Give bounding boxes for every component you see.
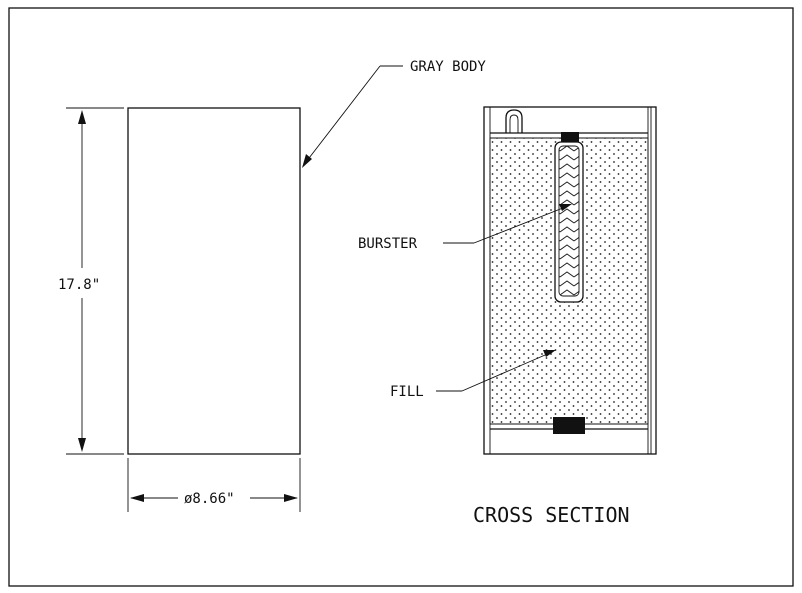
burster-label: BURSTER [358,236,418,252]
diameter-dimension [127,458,301,512]
fill-leader [436,350,556,392]
fill-label: FILL [390,384,424,400]
exterior-view [127,107,301,455]
cross-section-view [483,106,657,455]
diameter-label: ø8.66" [184,491,235,507]
height-label: 17.8" [58,277,100,293]
gray-body-leader [302,65,403,168]
burster-tube [554,141,584,303]
cross-section-title: CROSS SECTION [473,503,630,527]
gray-body-label: GRAY BODY [410,59,486,75]
top-plug [561,132,579,142]
height-dimension [66,107,124,455]
gray-body-outline [127,107,301,455]
burster-leader [443,204,572,244]
lifting-lug [505,109,523,133]
bottom-plug [553,417,585,434]
page-border [8,7,794,587]
casing-outline [483,106,657,455]
